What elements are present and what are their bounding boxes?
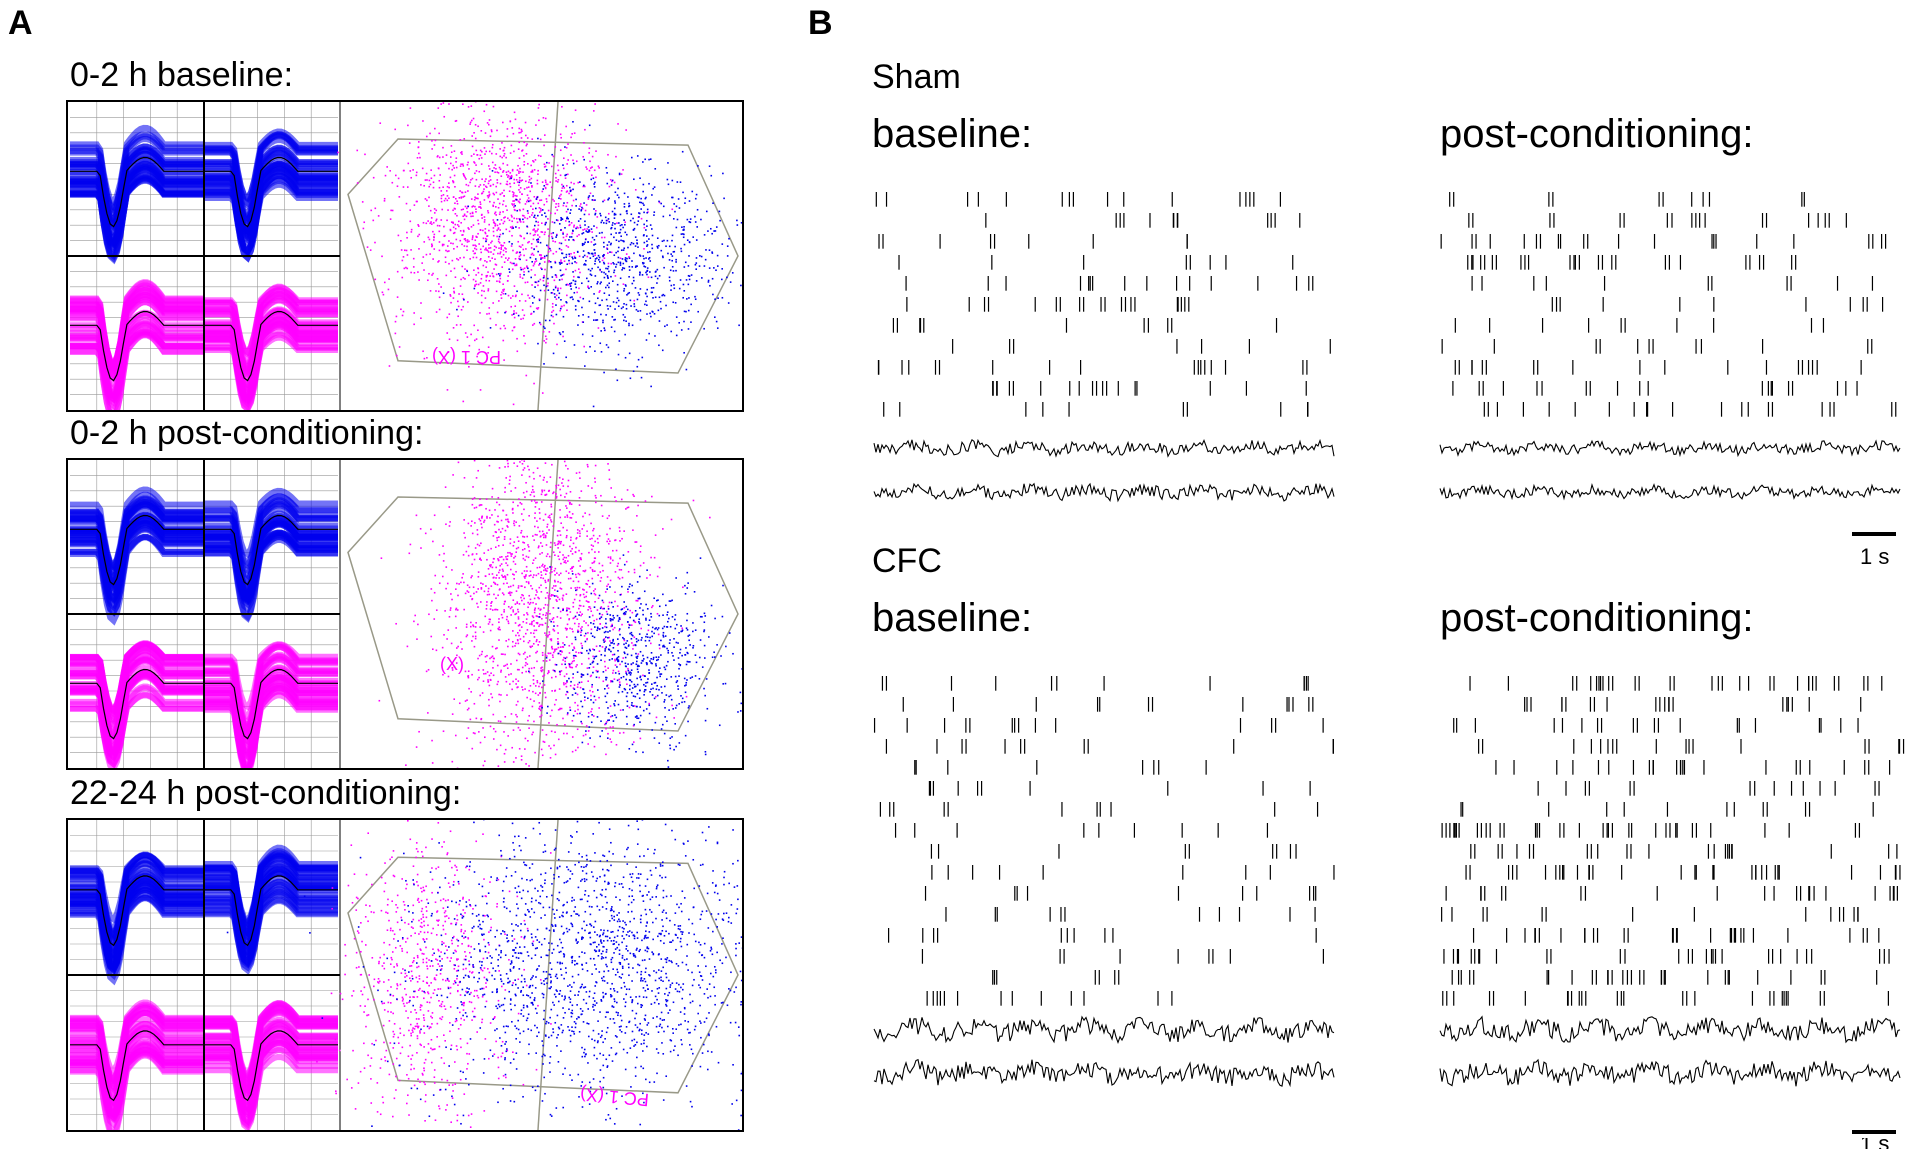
mean-waveform: [204, 668, 338, 740]
spike-raster: [1440, 192, 1897, 417]
spike-sort-box-post-0-2: [66, 458, 744, 770]
lfp-trace: [1439, 439, 1901, 458]
unit-2-waveforms: [204, 641, 338, 768]
scale-bar-label-bottom: 1 s: [1860, 1138, 1889, 1149]
unit-1-waveforms: [204, 844, 338, 975]
session-label-baseline: 0-2 h baseline:: [70, 56, 294, 94]
unit-2-waveforms: [70, 640, 204, 768]
mean-waveform: [70, 156, 204, 228]
group-label-sham: Sham: [872, 58, 961, 96]
spike-raster: [875, 192, 1331, 417]
mean-waveform: [70, 310, 204, 382]
lfp-trace: [1439, 482, 1901, 501]
spike-sort-figure-post-0-2: [68, 460, 742, 768]
session-label-post-0-2: 0-2 h post-conditioning:: [70, 414, 424, 452]
session-label-post-22-24: 22-24 h post-conditioning:: [70, 774, 462, 812]
raster-lfp-figure: [873, 192, 1905, 1088]
spike-raster: [873, 676, 1335, 1006]
panel-a-letter: A: [8, 4, 33, 42]
unit-1-waveforms: [204, 487, 338, 623]
spike-raster: [1441, 676, 1905, 1006]
lfp-trace: [873, 1058, 1335, 1088]
spike-sort-box-baseline: [66, 100, 744, 412]
unit-2-waveforms: [70, 999, 204, 1130]
mean-waveform: [70, 668, 204, 740]
lfp-trace: [873, 438, 1335, 458]
cfc-baseline-label: baseline:: [872, 596, 1033, 640]
group-label-cfc: CFC: [872, 542, 942, 580]
mean-waveform: [70, 875, 204, 947]
mean-waveform: [70, 1030, 204, 1102]
scatter-axis-label-baseline: PC 1 (X): [432, 347, 502, 367]
mean-waveform: [70, 514, 204, 586]
mean-waveform: [204, 1030, 338, 1102]
mean-waveform: [204, 156, 338, 228]
pc-scatter: [337, 102, 742, 410]
unit-2-waveforms: [204, 283, 338, 410]
pc-scatter: [347, 460, 742, 768]
lfp-trace: [1439, 1015, 1901, 1044]
lfp-trace: [1439, 1058, 1901, 1087]
panel-b-letter: B: [808, 4, 833, 42]
unit-1-waveforms: [70, 851, 204, 986]
scatter-axis-label-post-0-2: (X): [440, 654, 464, 674]
spike-sort-box-post-22-24: [66, 818, 744, 1132]
scale-bar-top: [1852, 532, 1896, 536]
pc-scatter: [226, 820, 742, 1130]
unit-1-waveforms: [70, 486, 204, 626]
spike-sort-figure-baseline: [68, 102, 742, 410]
unit-2-waveforms: [204, 999, 338, 1130]
mean-waveform: [204, 310, 338, 382]
sham-baseline-label: baseline:: [872, 112, 1033, 156]
scale-bar-label-top: 1 s: [1860, 544, 1890, 569]
spike-sort-figure-post-22-24: [68, 820, 742, 1130]
unit-1-waveforms: [70, 124, 204, 265]
cfc-post-label: post-conditioning:: [1440, 596, 1754, 640]
lfp-trace: [873, 482, 1335, 503]
mean-waveform: [204, 514, 338, 586]
scale-bar-bottom: [1852, 1130, 1896, 1134]
sham-post-label: post-conditioning:: [1440, 112, 1754, 156]
unit-2-waveforms: [70, 279, 204, 410]
lfp-trace: [873, 1015, 1335, 1044]
mean-waveform: [204, 875, 338, 947]
